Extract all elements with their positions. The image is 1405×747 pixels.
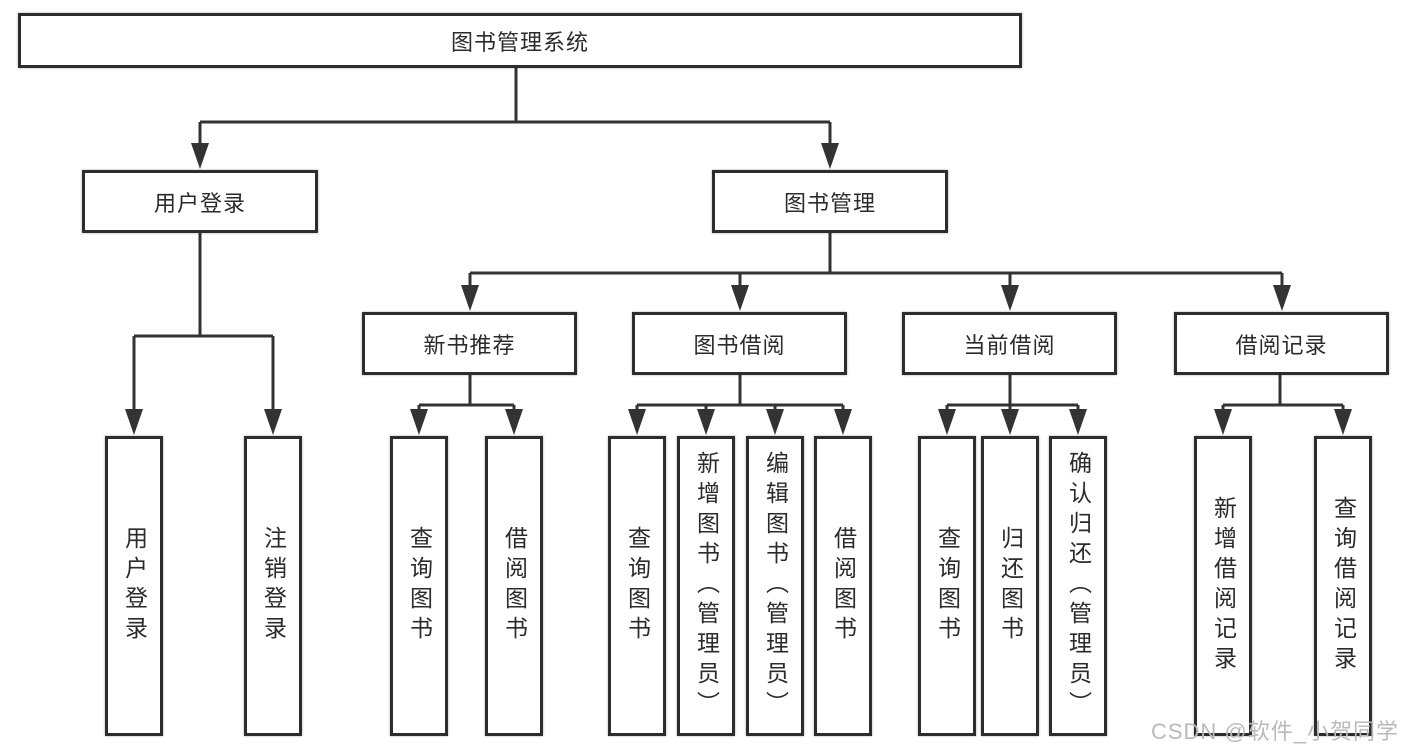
connector-current-to-leaves xyxy=(938,375,1087,435)
leaf-add-borrow-record: 新增借阅记录 xyxy=(1194,436,1252,736)
arrowhead xyxy=(410,409,428,435)
node-new-book-recommend: 新书推荐 xyxy=(362,312,577,375)
leaf-label: 归还图书 xyxy=(997,526,1024,646)
leaf-return-books: 归还图书 xyxy=(981,436,1039,736)
connector-userlogin-to-leaves xyxy=(125,233,282,435)
leaf-label: 用户登录 xyxy=(121,526,148,646)
arrowhead xyxy=(1214,409,1232,435)
leaf-logout: 注销登录 xyxy=(244,436,302,736)
leaf-label: 借阅图书 xyxy=(501,526,528,646)
connector-root-to-level2 xyxy=(191,68,839,169)
leaf-label: 新增借阅记录 xyxy=(1210,496,1237,676)
node-library-management-system: 图书管理系统 xyxy=(18,13,1022,68)
arrowhead xyxy=(1273,285,1291,311)
csdn-watermark: CSDN @软件_小贺同学 xyxy=(1150,719,1399,744)
arrowhead xyxy=(125,409,143,435)
leaf-label: 查询图书 xyxy=(934,526,961,646)
leaf-label: 借阅图书 xyxy=(830,526,857,646)
arrowhead xyxy=(1001,409,1019,435)
connector-records-to-leaves xyxy=(1214,375,1352,435)
node-book-management: 图书管理 xyxy=(712,170,948,233)
leaf-query-books-2: 查询图书 xyxy=(608,436,666,736)
node-borrowing-records: 借阅记录 xyxy=(1174,312,1389,375)
arrowhead xyxy=(1001,285,1019,311)
leaf-user-login: 用户登录 xyxy=(105,436,163,736)
leaf-edit-books-admin: 编辑图书（管理员） xyxy=(746,436,804,736)
arrowhead xyxy=(191,143,209,169)
node-book-borrowing: 图书借阅 xyxy=(632,312,847,375)
node-current-borrowing: 当前借阅 xyxy=(902,312,1117,375)
arrowhead xyxy=(731,285,749,311)
connector-bookmgmt-to-level3 xyxy=(461,233,1291,311)
leaf-add-books-admin: 新增图书（管理员） xyxy=(677,436,735,736)
leaf-label: 编辑图书（管理员） xyxy=(762,451,789,721)
leaf-query-borrow-record: 查询借阅记录 xyxy=(1314,436,1372,736)
arrowhead xyxy=(505,409,523,435)
connector-borrow-to-leaves xyxy=(628,375,852,435)
leaf-query-books-3: 查询图书 xyxy=(918,436,976,736)
leaf-borrow-books-1: 借阅图书 xyxy=(485,436,543,736)
leaf-confirm-return-admin: 确认归还（管理员） xyxy=(1049,436,1107,736)
leaf-borrow-books-2: 借阅图书 xyxy=(814,436,872,736)
arrowhead xyxy=(834,409,852,435)
arrowhead xyxy=(938,409,956,435)
leaf-label: 查询图书 xyxy=(624,526,651,646)
leaf-label: 新增图书（管理员） xyxy=(693,451,720,721)
node-user-login: 用户登录 xyxy=(82,170,318,233)
arrowhead xyxy=(1069,409,1087,435)
arrowhead xyxy=(821,143,839,169)
arrowhead xyxy=(1334,409,1352,435)
leaf-query-books-1: 查询图书 xyxy=(390,436,448,736)
arrowhead xyxy=(697,409,715,435)
leaf-label: 查询借阅记录 xyxy=(1330,496,1357,676)
arrowhead xyxy=(461,285,479,311)
leaf-label: 查询图书 xyxy=(406,526,433,646)
arrowhead xyxy=(766,409,784,435)
arrowhead xyxy=(264,409,282,435)
connector-newbooks-to-leaves xyxy=(410,375,523,435)
leaf-label: 注销登录 xyxy=(260,526,287,646)
arrowhead xyxy=(628,409,646,435)
leaf-label: 确认归还（管理员） xyxy=(1065,451,1092,721)
